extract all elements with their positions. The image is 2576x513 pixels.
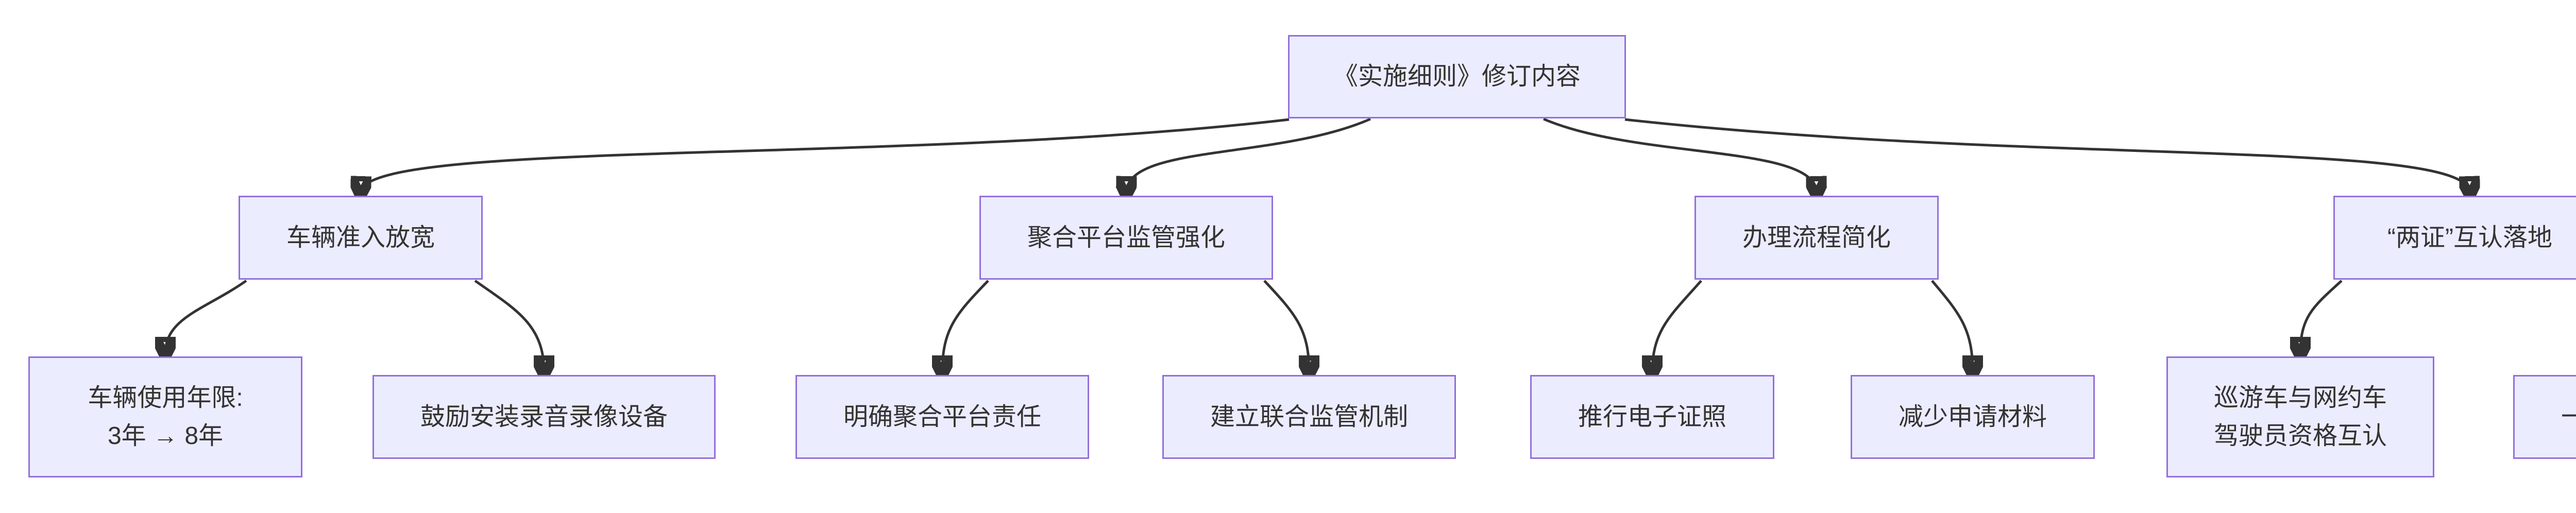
node-leaf-joint-regulation: 建立联合监管机制 [1162, 375, 1456, 459]
node-leaf-fewer-materials: 减少申请材料 [1851, 375, 2095, 459]
node-branch-process-simplification: 办理流程简化 [1694, 196, 1939, 280]
node-label-line: 3年 → 8年 [107, 422, 224, 450]
node-label: 建立联合监管机制 [1210, 403, 1408, 431]
node-root: 《实施细则》修订内容 [1288, 35, 1626, 118]
node-label: 办理流程简化 [1742, 224, 1891, 251]
node-root-label: 《实施细则》修订内容 [1333, 63, 1581, 90]
node-label: 聚合平台监管强化 [1027, 224, 1225, 251]
node-label-line: 车辆使用年限: [88, 384, 243, 412]
node-leaf-one-cert-citywide: 一证通行全市 [2513, 375, 2576, 459]
edge-branch-2-to-leaf-1 [1931, 280, 1973, 372]
node-label: 减少申请材料 [1898, 403, 2047, 431]
node-label: 明确聚合平台责任 [843, 403, 1041, 431]
edge-branch-1-to-leaf-0 [942, 280, 989, 372]
node-leaf-platform-responsibility: 明确聚合平台责任 [795, 375, 1089, 459]
node-label: 一证通行全市 [2561, 403, 2576, 431]
node-branch-vehicle-access: 车辆准入放宽 [239, 196, 483, 280]
edge-root-to-branch-3 [1624, 118, 2470, 193]
edge-root-to-branch-0 [361, 118, 1290, 193]
edge-branch-0-to-leaf-0 [165, 279, 247, 353]
node-branch-aggregator-regulation: 聚合平台监管强化 [979, 196, 1273, 280]
node-leaf-recording-devices: 鼓励安装录音录像设备 [372, 375, 716, 459]
node-label: “两证”互认落地 [2387, 224, 2552, 251]
node-label-line: 巡游车与网约车 [2213, 384, 2387, 412]
node-leaf-driver-qualification-recognition: 巡游车与网约车 驾驶员资格互认 [2166, 356, 2434, 477]
node-branch-two-cert-mutual-recognition: “两证”互认落地 [2333, 196, 2576, 280]
edge-branch-3-to-leaf-0 [2300, 280, 2343, 353]
node-label: 推行电子证照 [1578, 403, 1726, 431]
edge-root-to-branch-2 [1543, 117, 1817, 193]
edge-branch-2-to-leaf-0 [1652, 280, 1702, 372]
edge-branch-0-to-leaf-1 [474, 279, 544, 372]
node-leaf-vehicle-age-limit: 车辆使用年限: 3年 → 8年 [28, 356, 302, 477]
node-leaf-electronic-licenses: 推行电子证照 [1530, 375, 1774, 459]
node-label: 鼓励安装录音录像设备 [420, 403, 668, 431]
node-label: 车辆准入放宽 [286, 224, 435, 251]
edge-branch-1-to-leaf-1 [1263, 280, 1309, 372]
edge-root-to-branch-1 [1126, 117, 1371, 193]
node-label-line: 驾驶员资格互认 [2213, 422, 2387, 450]
